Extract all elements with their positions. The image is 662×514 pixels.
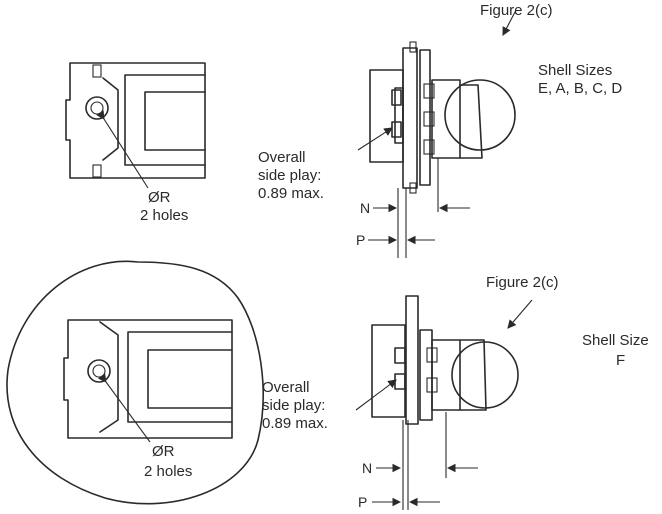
top-side-play-leader — [357, 127, 393, 151]
bottom-flange — [405, 295, 419, 425]
top-hole-count: 2 holes — [140, 207, 188, 224]
top-side-view — [357, 11, 516, 258]
top-overall-value: 0.89 max. — [258, 185, 324, 202]
bottom-figure-ref-label: Figure 2(c) — [486, 274, 559, 291]
bottom-figure-leader — [507, 299, 533, 329]
top-hole-leader — [96, 110, 149, 189]
bottom-side-view — [355, 295, 533, 510]
bottom-dim-p-label: P — [358, 494, 367, 510]
top-overall-line2: side play: — [258, 167, 321, 184]
top-flange — [402, 47, 418, 189]
bottom-detail-circle — [451, 341, 519, 409]
top-front-tab-upper — [92, 64, 102, 78]
top-front-tab-lower — [92, 164, 102, 178]
top-shell-heading: Shell Sizes — [538, 62, 612, 79]
bottom-front-view — [63, 319, 233, 443]
top-dim-n-label: N — [360, 200, 370, 216]
top-figure-ref-label: Figure 2(c) — [480, 2, 553, 19]
bottom-shell-list: F — [616, 352, 625, 369]
top-hole-symbol: ØR — [148, 189, 171, 206]
top-shell-list: E, A, B, C, D — [538, 80, 622, 97]
top-front-view — [65, 62, 206, 189]
bottom-hole-symbol: ØR — [152, 443, 175, 460]
top-overall-line1: Overall — [258, 149, 306, 166]
bottom-overall-line2: side play: — [262, 397, 325, 414]
top-detail-circle — [444, 79, 516, 151]
bottom-hole-count: 2 holes — [144, 463, 192, 480]
top-mounting-hole — [85, 96, 109, 120]
bottom-side-play-leader — [355, 379, 397, 411]
bottom-mounting-hole — [87, 359, 111, 383]
bottom-overall-line1: Overall — [262, 379, 310, 396]
bottom-hole-leader — [97, 373, 151, 443]
top-dim-p-label: P — [356, 232, 365, 248]
bottom-dim-n-label: N — [362, 460, 372, 476]
top-figure-leader — [502, 11, 516, 36]
bottom-overall-value: 0.89 max. — [262, 415, 328, 432]
hand-drawn-loop — [6, 260, 264, 505]
bottom-shell-heading: Shell Size — [582, 332, 649, 349]
